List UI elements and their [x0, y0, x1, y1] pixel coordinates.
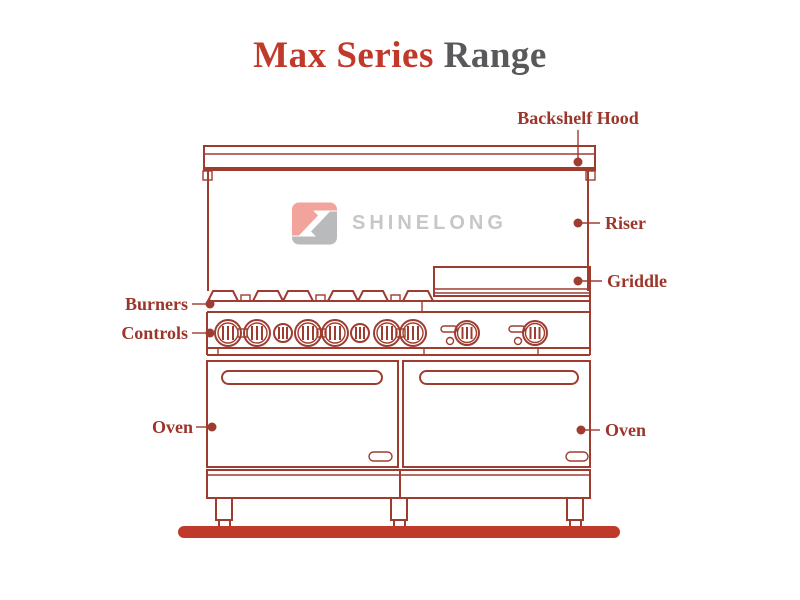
label-griddle: Griddle — [607, 271, 668, 291]
burner-grates-shape — [206, 290, 590, 302]
page-title: Max Series Range — [253, 34, 547, 77]
leader-backshelf-hood — [573, 130, 583, 167]
brand-logo: SHINELONG — [292, 200, 507, 246]
label-backshelf-hood: Backshelf Hood — [517, 108, 639, 128]
label-oven-left: Oven — [151, 417, 193, 437]
griddle-thermostat-knob — [508, 320, 548, 346]
leader-griddle — [573, 276, 602, 286]
leader-lines — [192, 130, 602, 435]
control-panel-shape — [206, 296, 591, 356]
griddle-shape — [433, 266, 591, 297]
backshelf-hood-shape — [203, 145, 596, 171]
cooktop-band — [207, 301, 590, 313]
shinelong-logo-icon — [292, 202, 337, 244]
leader-oven-right — [576, 425, 600, 435]
pilot-knob — [273, 323, 293, 343]
leader-oven-left — [196, 422, 217, 432]
riser-shape — [202, 170, 596, 291]
burner-knob — [214, 319, 242, 347]
kick-panel-shape — [206, 469, 591, 499]
leader-controls — [192, 328, 215, 338]
logo-text: SHINELONG — [352, 211, 507, 234]
label-controls: Controls — [121, 323, 188, 343]
oven-left-shape — [206, 360, 399, 468]
title-primary: Max Series — [253, 35, 434, 76]
burner-knob — [399, 319, 427, 347]
pilot-knob — [350, 323, 370, 343]
title-secondary: Range — [443, 35, 547, 76]
oven-right-shape — [402, 360, 591, 468]
label-riser: Riser — [605, 213, 646, 233]
leader-burners — [192, 299, 215, 309]
legs-shape — [215, 497, 584, 532]
label-oven-right: Oven — [605, 420, 647, 440]
burner-knob — [243, 319, 271, 347]
leader-riser — [573, 218, 600, 228]
floor-base-line — [178, 526, 620, 538]
burner-knob — [321, 319, 349, 347]
label-burners: Burners — [125, 294, 188, 314]
griddle-thermostat-knob — [440, 320, 480, 346]
